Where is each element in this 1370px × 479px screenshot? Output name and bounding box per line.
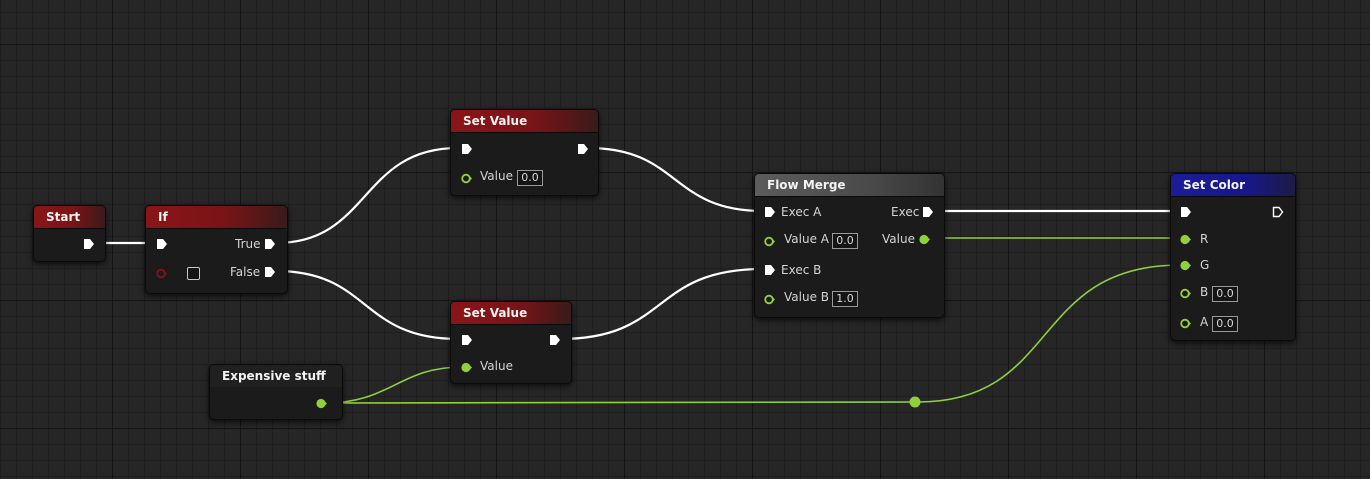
value-out-label: Value <box>882 232 915 246</box>
a-pin-icon[interactable] <box>1180 318 1191 329</box>
false-pin-label: False <box>230 265 261 279</box>
a-field[interactable]: 0.0 <box>1212 316 1238 332</box>
value-b-pin-icon[interactable] <box>764 294 775 305</box>
exec-out-pin-icon[interactable] <box>922 206 934 218</box>
condition-checkbox[interactable] <box>187 267 200 280</box>
exec-in-pin-icon[interactable] <box>461 334 473 346</box>
true-exec-pin-icon[interactable] <box>264 238 276 250</box>
value-a-label: Value A <box>784 232 829 246</box>
if-node[interactable]: If True False <box>145 205 288 294</box>
b-pin-icon[interactable] <box>1180 288 1191 299</box>
exec-a-pin-icon[interactable] <box>764 206 776 218</box>
flow-merge-title: Flow Merge <box>755 174 944 197</box>
set-value-1-title: Set Value <box>451 110 598 133</box>
exec-b-pin-icon[interactable] <box>764 264 776 276</box>
exec-wire-setvalue1-execa <box>587 146 764 213</box>
b-field[interactable]: 0.0 <box>1212 286 1238 302</box>
exec-wire-true-setvalue1 <box>275 146 459 245</box>
data-wire-expensive-setvalue2 <box>325 366 463 404</box>
expensive-stuff-title: Expensive stuff <box>210 365 342 387</box>
exec-a-label: Exec A <box>781 205 822 219</box>
exec-out-pin-icon[interactable] <box>549 334 561 346</box>
data-wire-expensive-reroute <box>325 401 913 404</box>
exec-out-pin-icon[interactable] <box>1272 206 1284 218</box>
exec-wire-false-setvalue2 <box>275 269 459 341</box>
if-node-title: If <box>146 206 287 229</box>
g-label: G <box>1200 258 1210 272</box>
exec-wire-setvalue2-execb <box>559 267 764 341</box>
data-in-pin-icon[interactable] <box>461 362 472 373</box>
g-pin-icon[interactable] <box>1180 260 1191 271</box>
value-b-label: Value B <box>784 290 829 304</box>
start-node[interactable]: Start <box>33 205 106 262</box>
r-pin-icon[interactable] <box>1180 234 1191 245</box>
value-field[interactable]: 0.0 <box>517 170 543 186</box>
value-b-field[interactable]: 1.0 <box>832 291 858 307</box>
exec-in-pin-icon[interactable] <box>156 238 168 250</box>
exec-out-label: Exec <box>891 205 920 219</box>
start-node-title: Start <box>34 206 105 229</box>
a-label: A <box>1200 315 1209 329</box>
set-value-2-title: Set Value <box>451 302 571 325</box>
set-color-node[interactable]: Set Color R G B 0.0 A 0.0 <box>1170 173 1296 341</box>
exec-out-pin-icon[interactable] <box>83 238 95 250</box>
set-color-title: Set Color <box>1171 174 1295 197</box>
true-pin-label: True <box>235 237 261 251</box>
exec-in-pin-icon[interactable] <box>461 143 473 155</box>
data-out-pin-icon[interactable] <box>316 398 327 409</box>
set-value-node-2[interactable]: Set Value Value <box>450 301 572 384</box>
data-in-pin-icon[interactable] <box>461 173 472 184</box>
value-a-pin-icon[interactable] <box>764 236 775 247</box>
value-a-field[interactable]: 0.0 <box>832 233 858 249</box>
expensive-stuff-node[interactable]: Expensive stuff <box>209 364 343 420</box>
data-wire-reroute-g <box>917 264 1181 403</box>
value-pin-label: Value <box>480 359 513 373</box>
exec-in-pin-icon[interactable] <box>1180 206 1192 218</box>
b-label: B <box>1200 285 1209 299</box>
bool-pin-icon[interactable] <box>156 268 167 279</box>
flow-merge-node[interactable]: Flow Merge Exec A Exec Value A 0.0 Value… <box>754 173 945 318</box>
value-pin-label: Value <box>480 169 513 183</box>
set-value-node-1[interactable]: Set Value Value 0.0 <box>450 109 599 196</box>
exec-out-pin-icon[interactable] <box>577 143 589 155</box>
r-label: R <box>1200 232 1209 246</box>
value-out-pin-icon[interactable] <box>919 234 930 245</box>
exec-b-label: Exec B <box>781 263 822 277</box>
false-exec-pin-icon[interactable] <box>264 266 276 278</box>
reroute-knot-icon[interactable] <box>909 396 921 408</box>
